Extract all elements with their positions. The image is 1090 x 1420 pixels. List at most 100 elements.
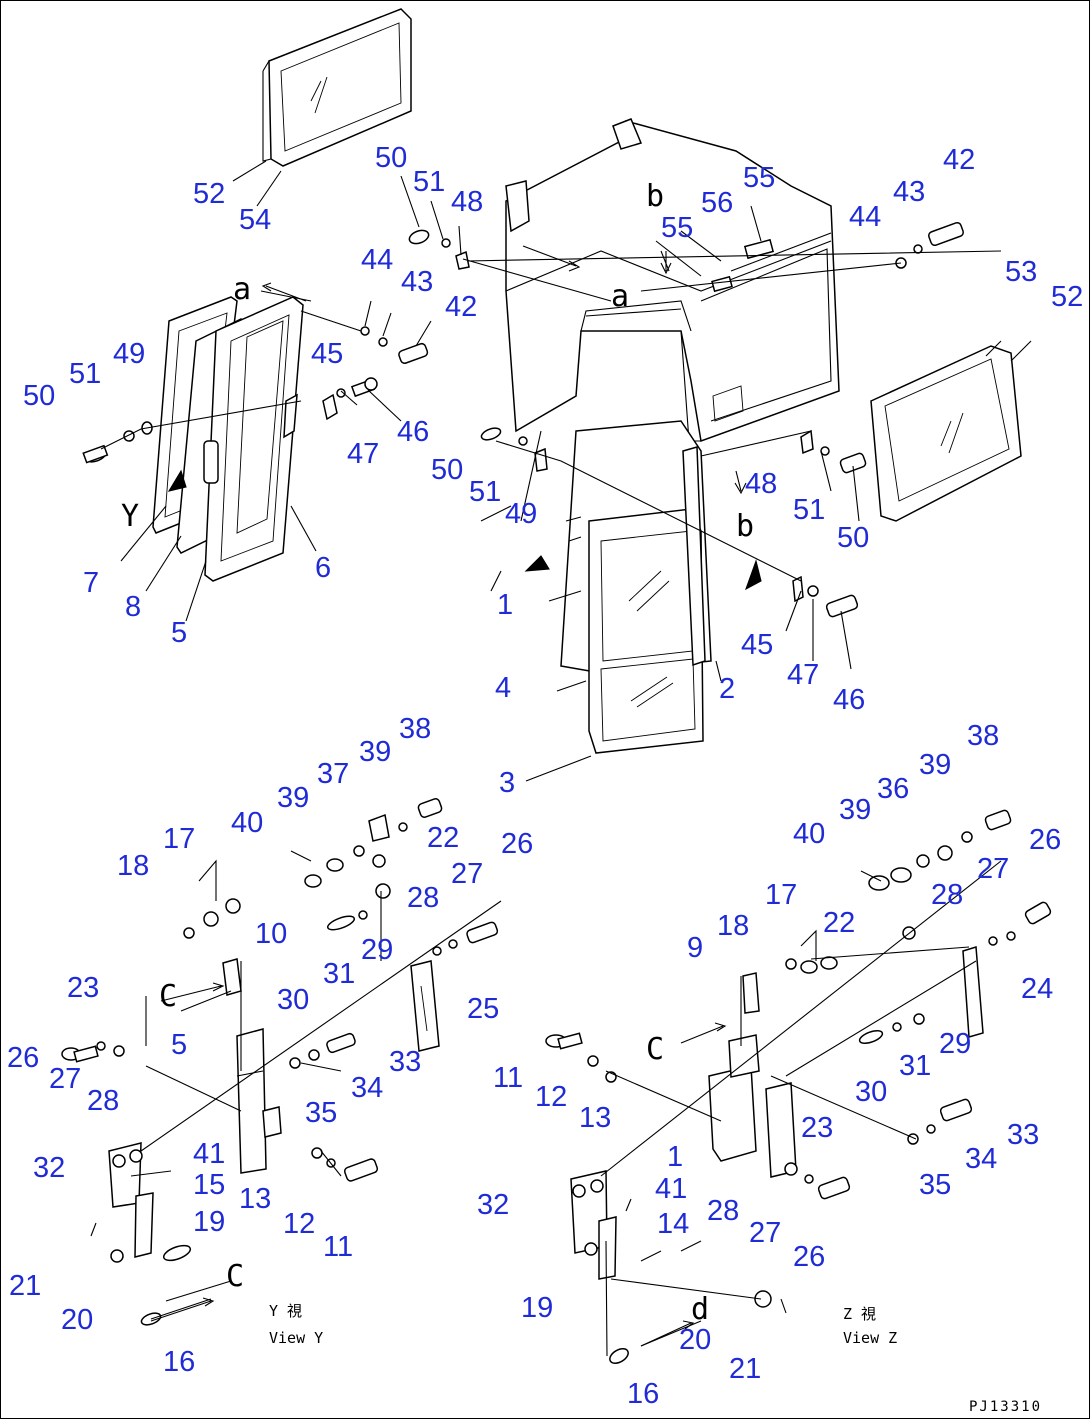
- callout-44: 44: [849, 201, 881, 233]
- callout-49: 49: [505, 498, 537, 530]
- callout-23: 23: [67, 972, 99, 1004]
- callout-30: 30: [277, 984, 309, 1016]
- callout-19: 19: [193, 1206, 225, 1238]
- callout-15: 15: [193, 1169, 225, 1201]
- callout-7: 7: [83, 567, 99, 599]
- callout-54: 54: [239, 204, 271, 236]
- callout-6: 6: [315, 552, 331, 584]
- callout-30: 30: [855, 1076, 887, 1108]
- view-z-lines: [600, 860, 1002, 1357]
- callout-12: 12: [283, 1208, 315, 1240]
- view-z-hinge-detail: [545, 809, 1052, 1364]
- ref-letter-b: b: [736, 509, 754, 544]
- callout-52: 52: [1051, 281, 1083, 313]
- callout-43: 43: [401, 266, 433, 298]
- rear-window-glass-left: [262, 8, 412, 167]
- callout-46: 46: [833, 684, 865, 716]
- callout-51: 51: [413, 166, 445, 198]
- callout-1: 1: [497, 589, 513, 621]
- callout-2: 2: [719, 673, 735, 705]
- callout-35: 35: [305, 1097, 337, 1129]
- callout-11: 11: [493, 1062, 523, 1094]
- callout-28: 28: [931, 879, 963, 911]
- ref-letter-y: Y: [121, 499, 139, 534]
- callout-13: 13: [579, 1102, 611, 1134]
- callout-22: 22: [823, 907, 855, 939]
- callout-27: 27: [749, 1217, 781, 1249]
- callout-5: 5: [171, 1029, 187, 1061]
- callout-45: 45: [311, 338, 343, 370]
- callout-1: 1: [667, 1141, 683, 1173]
- callout-12: 12: [535, 1081, 567, 1113]
- callout-31: 31: [899, 1050, 931, 1082]
- callout-51: 51: [793, 494, 825, 526]
- callout-27: 27: [451, 858, 483, 890]
- callout-16: 16: [627, 1378, 659, 1410]
- callout-21: 21: [9, 1270, 41, 1302]
- callout-33: 33: [389, 1046, 421, 1078]
- callout-14: 14: [657, 1208, 689, 1240]
- callout-39: 39: [277, 782, 309, 814]
- callout-48: 48: [451, 186, 483, 218]
- view-z-caption-kanji: Z 視: [843, 1305, 876, 1323]
- view-y-lines: [130, 850, 502, 1320]
- callout-53: 53: [1005, 256, 1037, 288]
- callout-17: 17: [163, 823, 195, 855]
- callout-40: 40: [231, 807, 263, 839]
- callout-47: 47: [347, 438, 379, 470]
- callout-16: 16: [163, 1346, 195, 1378]
- callout-18: 18: [717, 910, 749, 942]
- ref-letter-c: C: [159, 979, 177, 1014]
- callout-39: 39: [839, 794, 871, 826]
- callout-27: 27: [977, 853, 1009, 885]
- callout-49: 49: [113, 338, 145, 370]
- callout-9: 9: [687, 932, 703, 964]
- callout-40: 40: [793, 818, 825, 850]
- callout-4: 4: [495, 672, 511, 704]
- callout-8: 8: [125, 591, 141, 623]
- callout-21: 21: [729, 1353, 761, 1385]
- callout-24: 24: [1021, 973, 1053, 1005]
- callout-37: 37: [317, 758, 349, 790]
- callout-50: 50: [23, 380, 55, 412]
- callout-26: 26: [501, 828, 533, 860]
- door-left-exploded: [152, 296, 304, 582]
- callout-18: 18: [117, 850, 149, 882]
- ref-letter-c: C: [646, 1032, 664, 1067]
- callout-47: 47: [787, 659, 819, 691]
- callout-17: 17: [765, 879, 797, 911]
- callout-41: 41: [193, 1138, 225, 1170]
- callout-28: 28: [87, 1085, 119, 1117]
- callout-50: 50: [375, 142, 407, 174]
- callout-34: 34: [965, 1143, 997, 1175]
- part-callouts: 52 54 50 51 48 55 56 55 44 43 42 44 43 4…: [7, 142, 1083, 1410]
- side-window-glass-right: [870, 345, 1022, 522]
- callout-55: 55: [661, 212, 693, 244]
- callout-51: 51: [69, 358, 101, 390]
- callout-11: 11: [323, 1231, 353, 1263]
- callout-39: 39: [359, 736, 391, 768]
- view-z-caption-english: View Z: [843, 1329, 897, 1347]
- ref-letter-a: a: [611, 279, 629, 314]
- callout-29: 29: [939, 1028, 971, 1060]
- callout-27: 27: [49, 1063, 81, 1095]
- callout-26: 26: [7, 1042, 39, 1074]
- callout-52: 52: [193, 178, 225, 210]
- view-y-caption-kanji: Y 視: [269, 1302, 302, 1320]
- callout-25: 25: [467, 993, 499, 1025]
- callout-38: 38: [399, 713, 431, 745]
- callout-19: 19: [521, 1292, 553, 1324]
- callout-46: 46: [397, 416, 429, 448]
- callout-50: 50: [431, 454, 463, 486]
- callout-43: 43: [893, 176, 925, 208]
- cab-body: [505, 118, 840, 443]
- callout-35: 35: [919, 1169, 951, 1201]
- callout-42: 42: [445, 291, 477, 323]
- callout-23: 23: [801, 1112, 833, 1144]
- callout-36: 36: [877, 773, 909, 805]
- callout-5: 5: [171, 617, 187, 649]
- callout-22: 22: [427, 822, 459, 854]
- callout-13: 13: [239, 1183, 271, 1215]
- ref-letter-c: C: [226, 1259, 244, 1294]
